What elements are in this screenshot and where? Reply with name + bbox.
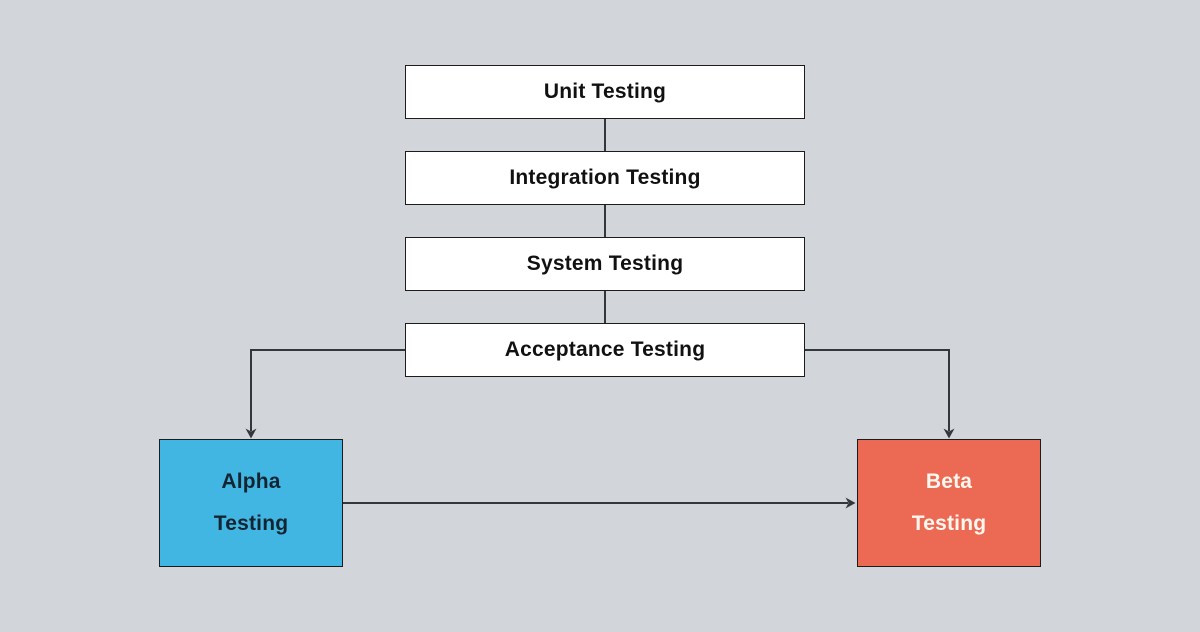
arrowhead-into-alpha-icon [245,428,257,439]
node-alpha-testing-label-line1: Alpha [221,470,281,493]
node-acceptance-testing-label: Acceptance Testing [504,338,706,361]
node-alpha-testing-label-line2: Testing [213,512,289,535]
edge-acceptance-to-alpha [250,349,405,431]
edge-acceptance-to-beta [805,349,950,431]
node-beta-testing-label-line2: Testing [911,512,987,535]
arrowhead-into-beta-left-icon [845,497,856,509]
node-alpha-testing: Alpha Testing [159,439,343,567]
node-system-testing-label: System Testing [526,252,684,275]
node-unit-testing: Unit Testing [405,65,805,119]
node-system-testing: System Testing [405,237,805,291]
node-acceptance-testing: Acceptance Testing [405,323,805,377]
node-beta-testing-label-line1: Beta [925,470,973,493]
arrowhead-into-beta-top-icon [943,428,955,439]
node-integration-testing: Integration Testing [405,151,805,205]
node-unit-testing-label: Unit Testing [543,80,667,103]
node-integration-testing-label: Integration Testing [509,166,701,189]
node-beta-testing: Beta Testing [857,439,1041,567]
